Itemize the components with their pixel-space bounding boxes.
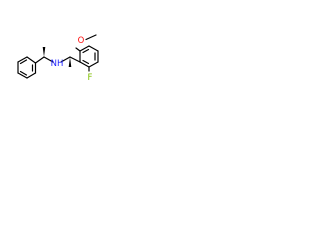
aryl-bond [88,45,99,52]
aryl-bond [88,61,99,68]
aryl-bond [79,61,90,68]
nh-chiral-bond [60,56,71,63]
nitrogen-hydrogen-label: NH [51,59,64,69]
aryl-oxygen-bond [75,47,81,52]
phenyl-chiral-bond [34,56,45,64]
wedge-bond-left-methyl [42,47,46,57]
aryl-bond [79,45,90,52]
aryl-double-bond [82,48,90,54]
phenyl-bond [17,56,28,63]
aryl-double-bond [82,59,90,65]
phenyl-bond [26,56,37,64]
fluorine-label: F [88,73,93,83]
oxygen-label: O [78,36,85,46]
oxygen-methyl-bond [85,34,97,41]
phenyl-bond [26,72,37,79]
chemical-structure-diagram: NH O F [17,34,99,83]
bond-lines [17,34,99,79]
phenyl-bond [17,72,28,79]
phenyl-double-bond [19,59,28,65]
phenyl-double-bond [19,70,28,76]
wedge-bond-right-methyl [68,57,72,67]
chiral-aryl-bond [69,56,81,63]
chiral-nh-bond [43,56,54,63]
